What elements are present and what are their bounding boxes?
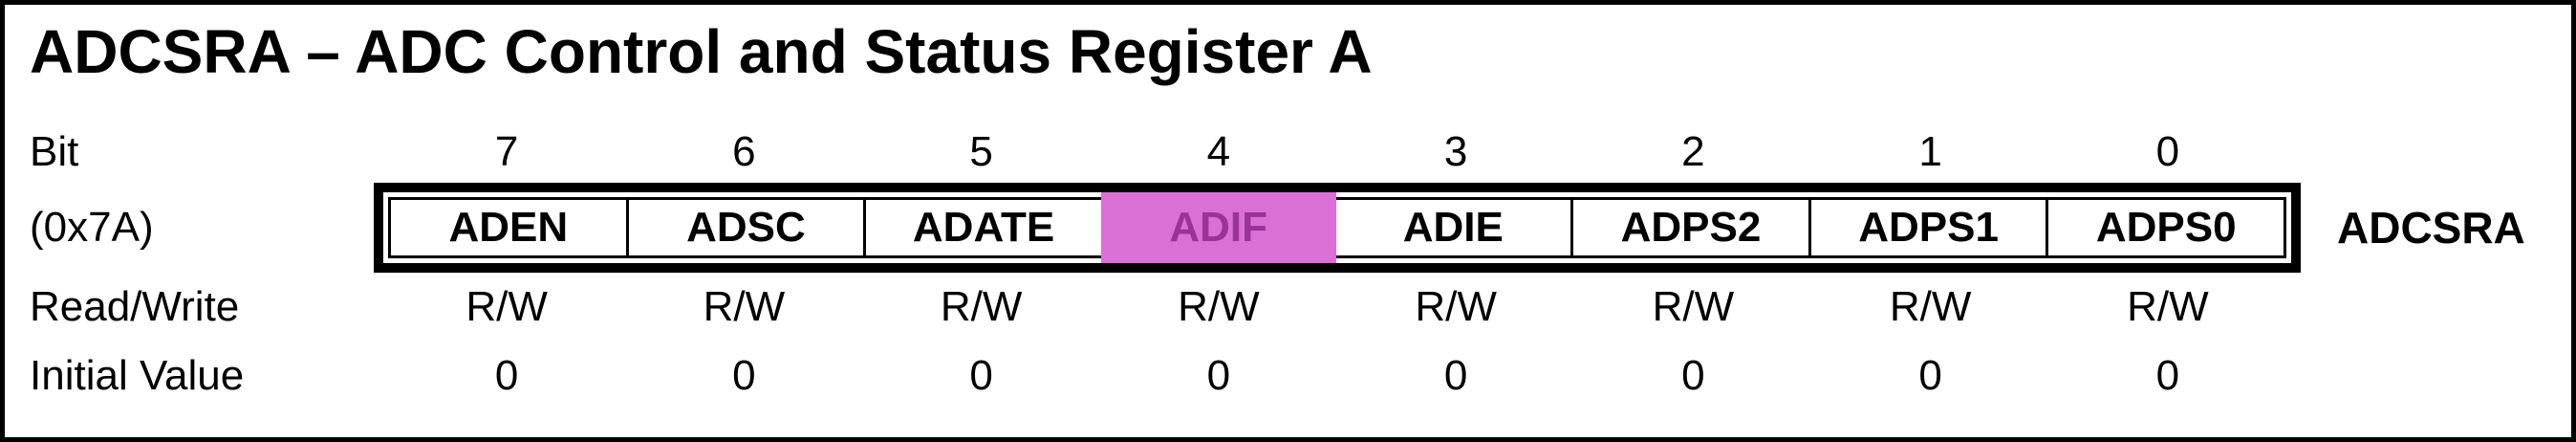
bit-cell-adif: ADIF (1100, 192, 1336, 263)
bit-numbers: 7 6 5 4 3 2 1 0 (374, 128, 2301, 176)
bit-number-1: 1 (1918, 128, 1942, 175)
read-write-2: R/W (1652, 283, 1735, 330)
initial-value-6: 0 (732, 352, 756, 399)
read-write-1: R/W (1889, 283, 1972, 330)
bit-number-2: 2 (1681, 128, 1705, 175)
initial-value-7: 0 (494, 352, 519, 399)
initial-value-1: 0 (1918, 352, 1942, 399)
initial-value-2: 0 (1681, 352, 1705, 399)
read-write-6: R/W (703, 283, 786, 330)
register-address: (0x7A) (30, 204, 154, 251)
initial-value-row: Initial Value 0 0 0 0 0 0 0 0 (30, 352, 2571, 400)
read-write-row: Read/Write R/W R/W R/W R/W R/W R/W R/W R/W (30, 283, 2571, 331)
bit-number-row: Bit 7 6 5 4 3 2 1 0 (30, 127, 2571, 177)
bit-number-0: 0 (2155, 128, 2180, 175)
bit-cell-adate: ADATE (863, 197, 1104, 258)
initial-value-row-label: Initial Value (30, 352, 245, 399)
bit-cell-adps0: ADPS0 (2046, 197, 2286, 258)
bit-number-4: 4 (1206, 128, 1231, 175)
read-write-values: R/W R/W R/W R/W R/W R/W R/W R/W (374, 283, 2301, 331)
initial-value-3: 0 (1443, 352, 1468, 399)
bit-row-label: Bit (30, 128, 79, 175)
bit-number-6: 6 (732, 128, 756, 175)
bit-cell-adps1: ADPS1 (1808, 197, 2049, 258)
initial-values: 0 0 0 0 0 0 0 0 (374, 352, 2301, 400)
read-write-0: R/W (2127, 283, 2209, 330)
bit-number-3: 3 (1443, 128, 1468, 175)
initial-value-0: 0 (2155, 352, 2180, 399)
bit-cell-adsc: ADSC (625, 197, 867, 258)
initial-value-4: 0 (1206, 352, 1231, 399)
register-title: ADCSRA – ADC Control and Status Register… (30, 17, 1373, 86)
bit-number-7: 7 (494, 128, 519, 175)
read-write-3: R/W (1415, 283, 1497, 330)
read-write-7: R/W (465, 283, 548, 330)
read-write-5: R/W (940, 283, 1023, 330)
read-write-row-label: Read/Write (30, 283, 240, 330)
bit-number-5: 5 (969, 128, 993, 175)
initial-value-5: 0 (969, 352, 993, 399)
bit-cell-adie: ADIE (1332, 197, 1574, 258)
read-write-4: R/W (1178, 283, 1260, 330)
bit-cell-aden: ADEN (388, 197, 629, 258)
bit-cell-adps2: ADPS2 (1570, 197, 1811, 258)
register-name: ADCSRA (2337, 203, 2525, 253)
